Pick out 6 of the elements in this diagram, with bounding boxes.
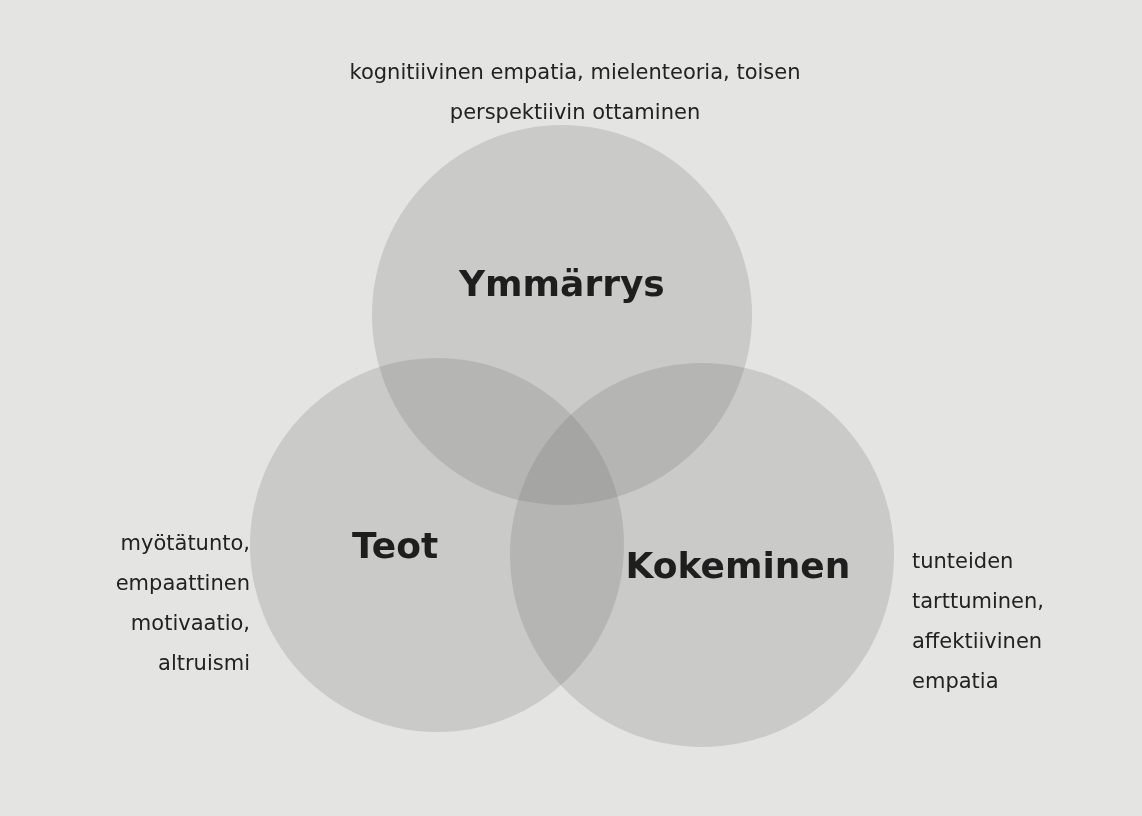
circle-label: Teot: [352, 524, 439, 566]
circle-label: Kokeminen: [625, 544, 851, 586]
circle-label: Ymmärrys: [459, 262, 665, 304]
description-text: tunteiden tarttuminen, affektiivinen empatia: [912, 548, 1046, 695]
description-text: kognitiivinen empatia, mielenteoria, toisen perspektiivin ottaminen: [348, 59, 802, 126]
description-text: myötätunto, empaattinen motivaatio, altruismi: [114, 530, 250, 677]
